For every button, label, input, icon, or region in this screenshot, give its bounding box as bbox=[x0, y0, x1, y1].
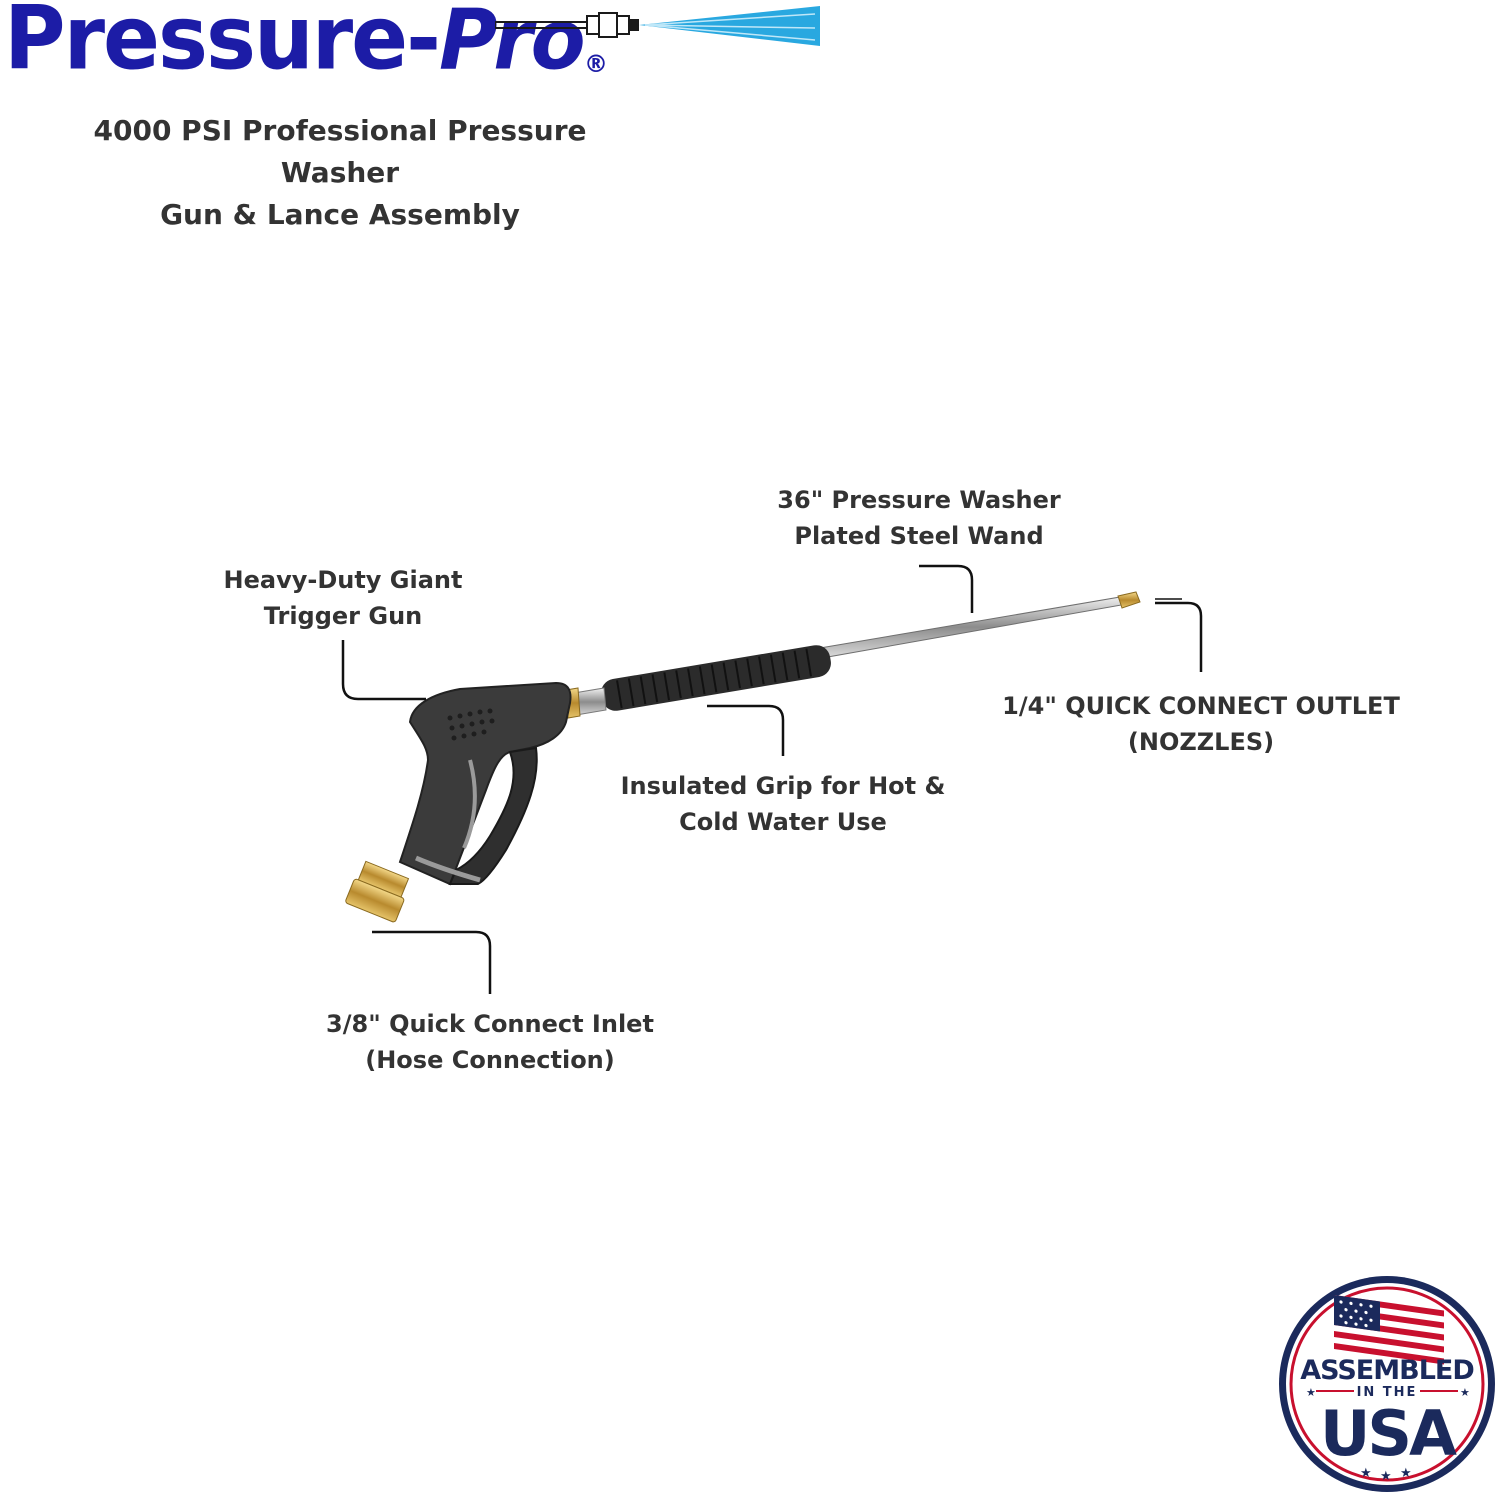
wand-leader-line bbox=[919, 564, 974, 613]
spray-wand-icon bbox=[495, 6, 820, 46]
quick-connect-outlet bbox=[1117, 591, 1141, 609]
assembled-usa-badge: ASSEMBLED ★ ★ IN THE USA ★ ★ ★ bbox=[1279, 1276, 1495, 1492]
quick-connect-inlet bbox=[345, 860, 410, 923]
star-icon: ★ bbox=[1306, 1386, 1316, 1399]
usa-flag-icon bbox=[1334, 1295, 1444, 1365]
brand-name-left: Pressure- bbox=[4, 0, 441, 90]
brand-logo: Pressure-Pro bbox=[4, 0, 586, 82]
inlet-label: 3/8" Quick Connect Inlet (Hose Connectio… bbox=[326, 1010, 654, 1074]
badge-top-text: ASSEMBLED bbox=[1300, 1355, 1474, 1386]
registered-mark: ® bbox=[584, 50, 608, 78]
brand-name-right: Pro bbox=[439, 0, 586, 89]
inlet-leader-line bbox=[372, 930, 492, 994]
badge-bottom-text: USA bbox=[1320, 1397, 1457, 1470]
badge-middle-text: IN THE bbox=[1357, 1385, 1418, 1400]
insulated-grip bbox=[601, 645, 831, 711]
outlet-label: 1/4" QUICK CONNECT OUTLET (NOZZLES) bbox=[1002, 692, 1400, 756]
subtitle-line-2: Gun & Lance Assembly bbox=[160, 198, 520, 231]
wand-label: 36" Pressure Washer Plated Steel Wand bbox=[777, 486, 1061, 550]
trigger-gun-icon bbox=[398, 681, 572, 886]
grip-leader-line bbox=[707, 704, 785, 756]
star-icon: ★ bbox=[1360, 1466, 1372, 1481]
trigger-leader-line bbox=[341, 640, 426, 701]
grip-label: Insulated Grip for Hot & Cold Water Use bbox=[620, 772, 946, 836]
subtitle-line-1: 4000 PSI Professional Pressure Washer bbox=[93, 114, 587, 189]
trigger-gun-label: Heavy-Duty Giant Trigger Gun bbox=[223, 566, 463, 630]
product-subtitle: 4000 PSI Professional Pressure Washer Gu… bbox=[40, 110, 640, 236]
star-icon: ★ bbox=[1400, 1466, 1412, 1481]
star-icon: ★ bbox=[1460, 1386, 1470, 1399]
outlet-leader-line bbox=[1155, 601, 1203, 672]
steel-wand bbox=[819, 595, 1128, 659]
star-icon: ★ bbox=[1380, 1469, 1392, 1484]
